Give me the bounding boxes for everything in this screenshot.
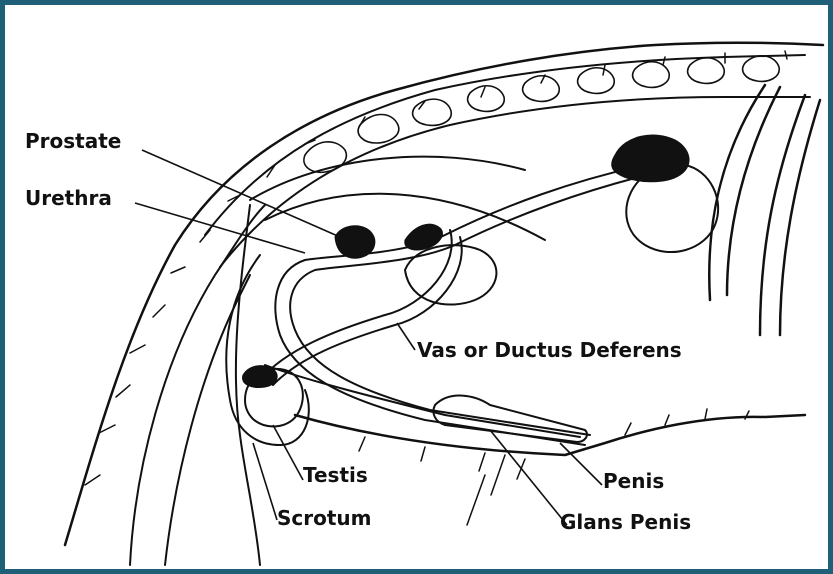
prostate-label: Prostate [25, 131, 121, 151]
vas-deferens-4 [273, 237, 462, 385]
testis-label: Testis [303, 465, 368, 485]
urethra-label: Urethra [25, 188, 112, 208]
prostate-leader [142, 150, 340, 237]
glans-penis-label: Glans Penis [560, 512, 691, 532]
testis-leader [273, 425, 303, 480]
vas-deferens-1 [275, 165, 645, 445]
colon-lower [265, 194, 545, 240]
vas-deferens-2 [290, 173, 655, 435]
scrotum-label: Scrotum [277, 508, 372, 528]
glans-leader [490, 430, 567, 525]
scrotum-leader [253, 443, 277, 520]
rib-1b [727, 87, 780, 295]
tail-outline [130, 205, 265, 565]
penis-label: Penis [603, 471, 664, 491]
epididymis [243, 366, 278, 388]
belly-fur [359, 409, 749, 525]
vas-leader [397, 323, 415, 350]
rib-1 [709, 85, 765, 300]
vertebrae [304, 56, 779, 173]
vas-deferens-label: Vas or Ductus Deferens [417, 340, 682, 360]
rib-2 [760, 95, 805, 335]
rib-2b [780, 100, 820, 335]
anatomy-illustration [5, 5, 828, 569]
